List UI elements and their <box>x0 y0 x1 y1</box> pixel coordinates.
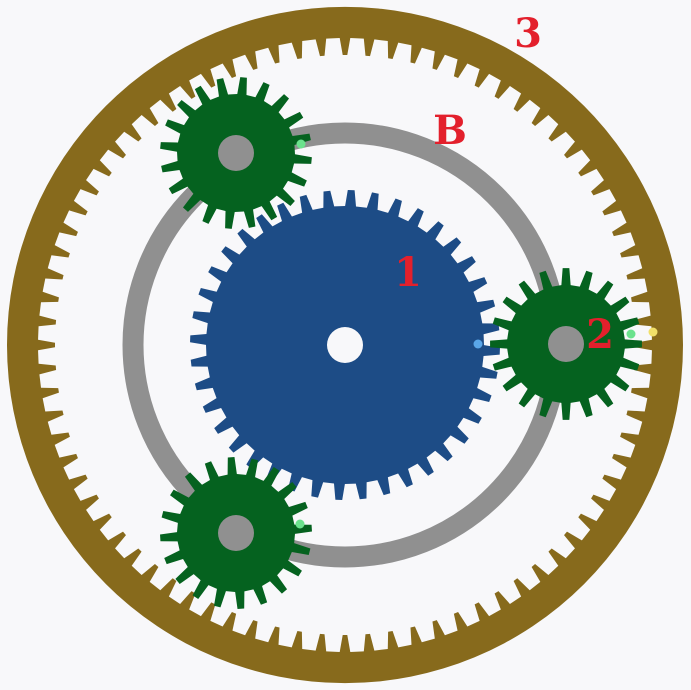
planet-gear-label: 2 <box>586 311 614 358</box>
planet-gear <box>160 457 312 609</box>
planet-marker-dot <box>296 139 306 149</box>
planet-hub <box>218 515 254 551</box>
sun-gear-label: 1 <box>394 249 422 296</box>
planet-marker-dot <box>295 519 305 529</box>
planet-hub <box>218 135 254 171</box>
planet-gear <box>160 77 312 229</box>
sun-gear <box>190 190 500 500</box>
ring-marker-dot <box>648 327 658 337</box>
planet-marker-dot <box>626 329 636 339</box>
planet-hub <box>548 326 584 362</box>
carrier-label: B <box>433 107 467 154</box>
planet-gear <box>490 268 642 420</box>
sun-marker-dot <box>473 339 483 349</box>
ring-gear-label: 3 <box>514 10 542 57</box>
